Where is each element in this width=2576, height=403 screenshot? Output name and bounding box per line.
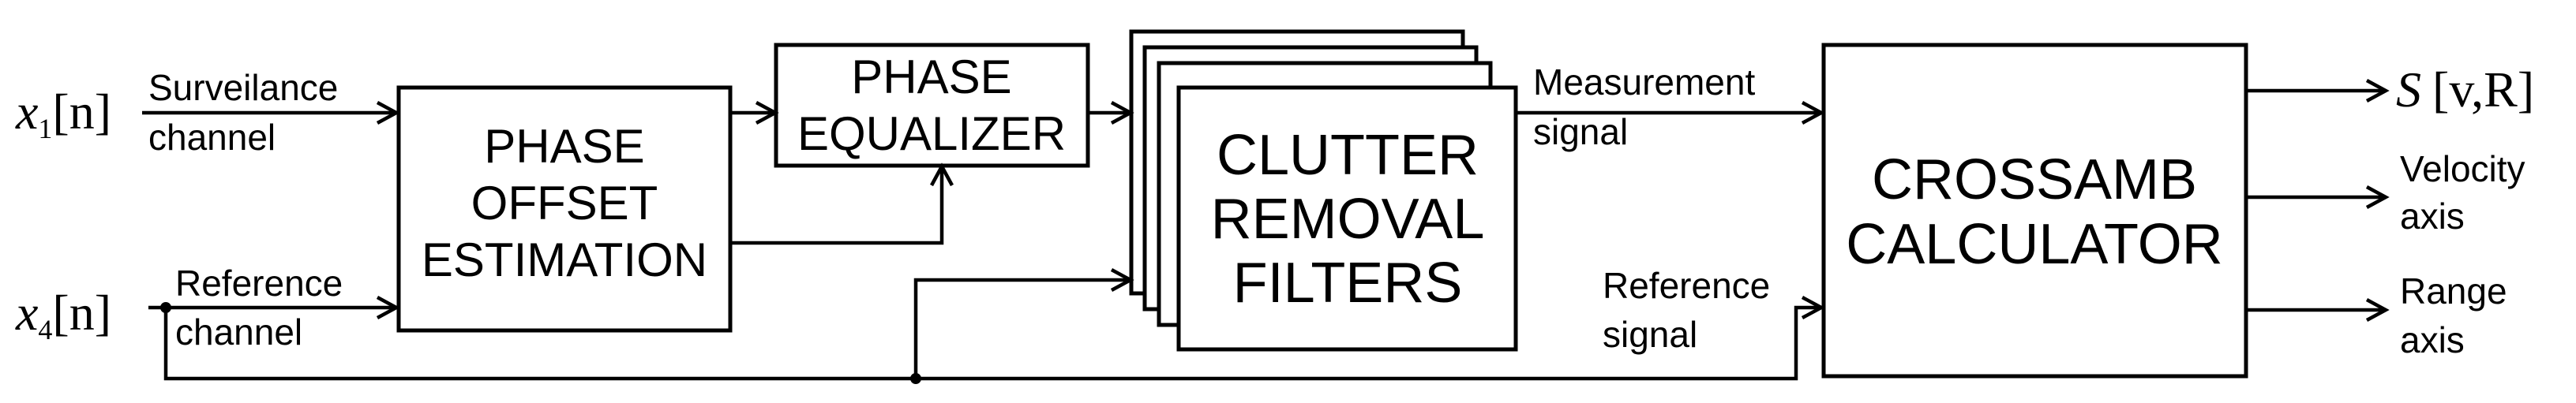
arrow-reference-to-crossamb: [1801, 296, 1825, 319]
phase-offset-line2: OFFSET: [471, 177, 658, 229]
crossamb-line1: CROSSAMB: [1872, 148, 2197, 211]
arrow-eq-to-clutter: [1110, 101, 1134, 125]
phase-equalizer-line2: EQUALIZER: [797, 107, 1066, 160]
arrow-measurement: [1801, 101, 1825, 125]
clutter-line2: REMOVAL: [1211, 188, 1485, 251]
junction-bus: [910, 373, 921, 384]
crossamb-line2: CALCULATOR: [1846, 213, 2222, 276]
phase-offset-line3: ESTIMATION: [422, 233, 707, 286]
arrow-reference-in: [376, 296, 400, 319]
range-axis-label-1: Range: [2400, 271, 2507, 312]
measurement-signal-label-2: signal: [1533, 111, 1628, 152]
reference-signal-label-1: Reference: [1603, 265, 1770, 306]
arrow-bus-to-clutter: [1110, 268, 1134, 292]
reference-channel-label-1: Reference: [175, 263, 343, 304]
phase-equalizer-line1: PHASE: [851, 50, 1011, 103]
clutter-line3: FILTERS: [1233, 252, 1463, 315]
arrow-po-to-eq: [755, 101, 779, 125]
velocity-axis-label-1: Velocity: [2400, 148, 2525, 189]
reference-channel-label-2: channel: [175, 312, 302, 353]
arrow-output-velocity: [2365, 185, 2390, 209]
surveilance-channel-label-1: Surveilance: [148, 67, 338, 108]
wire-po-to-eq-bottom: [730, 168, 944, 245]
clutter-line1: CLUTTER: [1217, 124, 1479, 187]
output-s-label: S[v,R]: [2396, 62, 2534, 118]
velocity-axis-label-2: axis: [2400, 196, 2465, 237]
wire-bus-to-clutter: [913, 278, 1129, 379]
arrow-surveillance-in: [376, 101, 400, 125]
crossamb-calculator-block: [1821, 43, 2248, 379]
arrow-po-to-eq-bottom: [930, 162, 954, 187]
reference-signal-label-2: signal: [1603, 314, 1697, 355]
phase-offset-line1: PHASE: [484, 120, 644, 173]
wire-reference-bus: [163, 305, 1820, 381]
phase-offset-estimation-block: [396, 85, 733, 333]
phase-equalizer-block: [774, 43, 1090, 168]
range-axis-label-2: axis: [2400, 319, 2465, 360]
surveilance-channel-label-2: channel: [148, 117, 276, 158]
junction-reference-split: [160, 302, 171, 313]
input-x4: x4[n]: [15, 285, 111, 345]
measurement-signal-label-1: Measurement: [1533, 62, 1755, 103]
arrow-output-range: [2365, 298, 2390, 322]
arrow-output-s: [2365, 79, 2390, 103]
input-x1: x1[n]: [15, 84, 111, 144]
clutter-removal-filters-block: [1176, 85, 1518, 352]
